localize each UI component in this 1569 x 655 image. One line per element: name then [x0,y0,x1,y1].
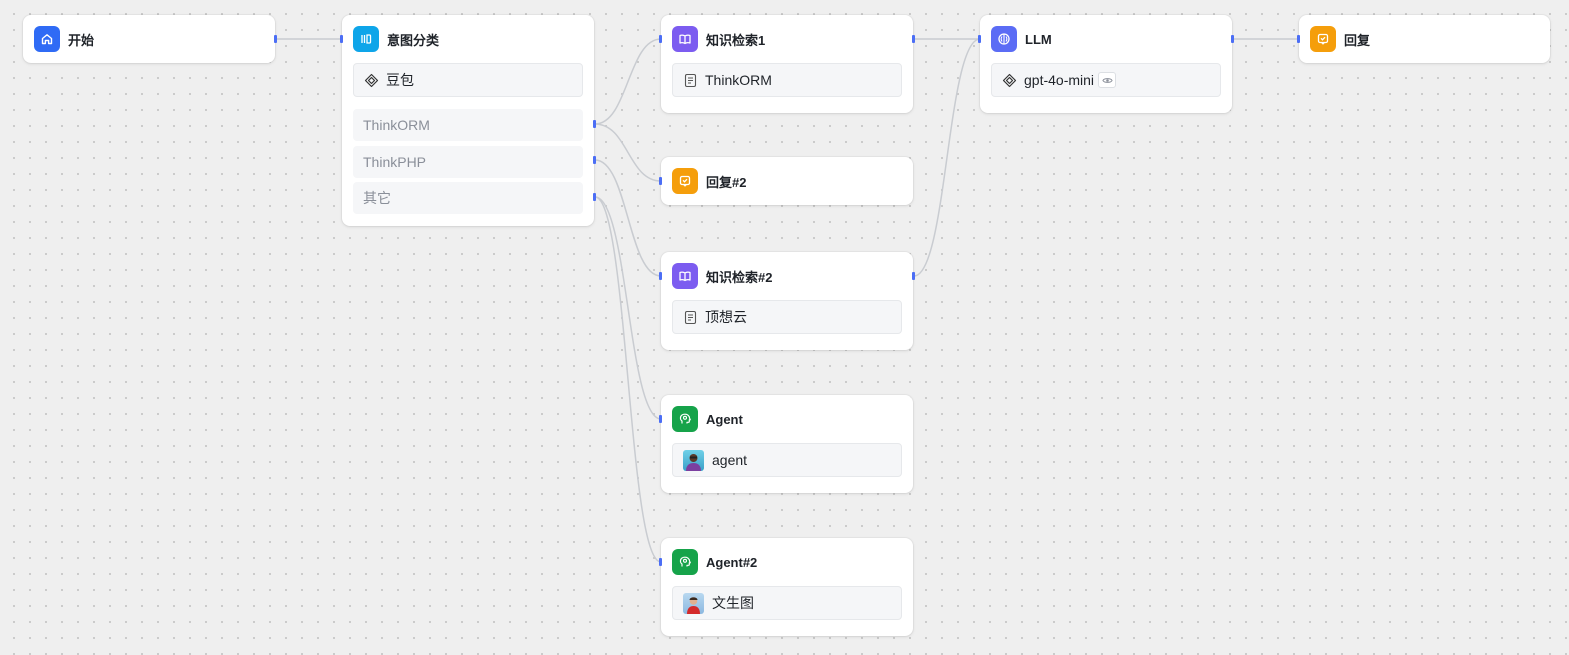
output-handle[interactable] [912,35,915,43]
edge-intent-agent2 [594,196,662,563]
reply-icon [672,168,698,194]
class-option-other[interactable]: 其它 [353,182,583,214]
output-handle-thinkphp[interactable] [593,156,596,164]
node-title: 意图分类 [387,32,440,48]
input-handle[interactable] [659,558,662,566]
class-label: ThinkPHP [363,154,427,170]
dataset-item[interactable]: ThinkORM [672,63,902,97]
dataset-name: 顶想云 [705,309,747,325]
node-agent-1[interactable]: Agent agent [659,395,913,493]
output-handle[interactable] [912,272,915,280]
document-icon [683,310,698,325]
node-title: Agent [706,411,743,427]
model-name: 豆包 [386,72,414,88]
classify-icon [353,26,379,52]
llm-icon [991,26,1017,52]
node-reply-2[interactable]: 回复#2 [659,157,913,205]
output-handle-thinkorm[interactable] [593,120,596,128]
agent-icon [672,406,698,432]
output-handle-other[interactable] [593,193,596,201]
bot-name: 文生图 [712,595,754,611]
book-icon [672,263,698,289]
class-label: 其它 [363,190,391,206]
input-handle[interactable] [340,35,343,43]
eye-icon [1098,72,1117,88]
class-label: ThinkORM [363,117,430,133]
model-icon [364,73,379,88]
model-icon [1002,73,1017,88]
edge-intent-kb1 [594,38,662,125]
node-knowledge-retrieval-1[interactable]: 知识检索1 ThinkORM [659,15,915,113]
output-handle[interactable] [274,35,277,43]
bot-item[interactable]: 文生图 [672,586,902,620]
edge-intent-kb2 [594,159,662,277]
edge-kb2-llm [913,38,981,277]
bot-item[interactable]: agent [672,443,902,477]
class-option-thinkphp[interactable]: ThinkPHP [353,146,583,178]
document-icon [683,73,698,88]
node-title: 开始 [68,32,95,48]
edge-intent-agent1 [594,196,662,420]
input-handle[interactable] [1297,35,1300,43]
output-handle[interactable] [1231,35,1234,43]
agent-avatar [683,449,704,471]
model-selector[interactable]: gpt-4o-mini [991,63,1221,97]
input-handle[interactable] [978,35,981,43]
reply-icon [1310,26,1336,52]
book-icon [672,26,698,52]
input-handle[interactable] [659,177,662,185]
input-handle[interactable] [659,35,662,43]
node-start[interactable]: 开始 [23,15,277,63]
node-llm[interactable]: LLM gpt-4o-mini [978,15,1234,113]
text-to-image-avatar [683,592,704,614]
node-title: 知识检索#2 [706,269,773,285]
node-title: LLM [1025,31,1052,47]
node-reply[interactable]: 回复 [1297,15,1550,63]
edge-intent-reply2 [594,123,662,182]
model-name: gpt-4o-mini [1024,72,1095,88]
agent-icon [672,549,698,575]
model-selector[interactable]: 豆包 [353,63,583,97]
node-knowledge-retrieval-2[interactable]: 知识检索#2 顶想云 [659,252,915,350]
class-option-thinkorm[interactable]: ThinkORM [353,109,583,141]
input-handle[interactable] [659,415,662,423]
node-title: Agent#2 [706,554,758,570]
node-title: 回复 [1344,32,1371,48]
node-agent-2[interactable]: Agent#2 文生图 [659,538,913,636]
input-handle[interactable] [659,272,662,280]
bot-name: agent [712,452,748,468]
node-title: 知识检索1 [706,32,766,48]
dataset-name: ThinkORM [705,72,772,88]
home-icon [34,26,60,52]
node-intent-classify[interactable]: 意图分类 豆包 ThinkORM ThinkPHP 其它 [340,15,596,226]
dataset-item[interactable]: 顶想云 [672,300,902,334]
node-title: 回复#2 [706,174,747,190]
